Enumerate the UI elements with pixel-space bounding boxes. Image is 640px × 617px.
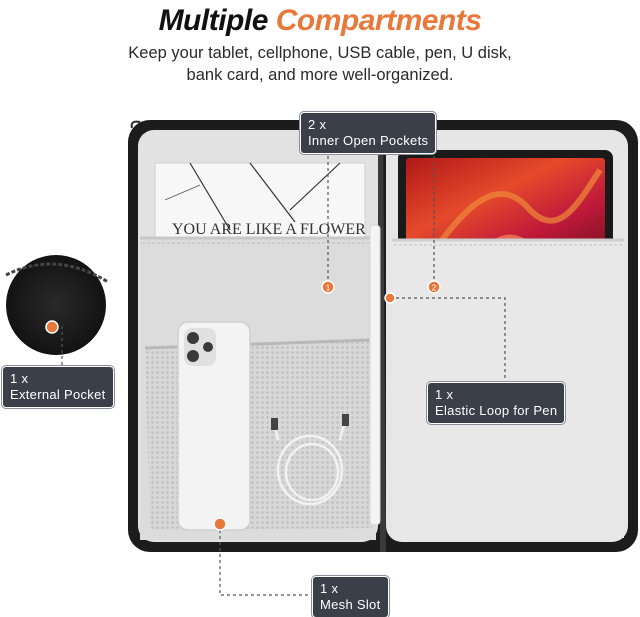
callout-mesh-count: 1 x — [320, 581, 339, 596]
paper-text: YOU ARE LIKE A FLOWER — [172, 221, 366, 238]
leader-lines — [61, 150, 506, 596]
title-word-multiple: Multiple — [158, 4, 269, 37]
phone — [177, 321, 251, 531]
callout-elastic-text: Elastic Loop for Pen — [435, 403, 558, 418]
pen — [369, 224, 381, 526]
callout-inner-count: 2 x — [308, 117, 327, 132]
callout-elastic-loop: 1 x Elastic Loop for Pen — [428, 383, 565, 423]
external-pocket-zoom — [2, 251, 110, 359]
tablet — [398, 150, 613, 260]
marker-mesh-dot — [213, 517, 227, 531]
callout-mesh-slot: 1 x Mesh Slot — [313, 577, 388, 617]
leader-mesh — [219, 524, 313, 596]
callout-external-count: 1 x — [10, 371, 29, 386]
marker-1-label: 1 — [326, 284, 331, 293]
marker-1: 1 — [321, 280, 335, 294]
title-word-compartments: Compartments — [275, 4, 482, 37]
callout-elastic-count: 1 x — [435, 387, 454, 402]
marker-external-dot — [45, 320, 59, 334]
callout-inner-open-pockets: 2 x Inner Open Pockets — [301, 113, 436, 153]
usb-cable — [271, 414, 349, 506]
page-title: Multiple Compartments — [0, 4, 640, 38]
callout-mesh-text: Mesh Slot — [320, 597, 381, 612]
callout-external-pocket: 1 x External Pocket — [3, 367, 113, 407]
marker-2: 2 — [427, 280, 441, 294]
leader-elastic — [390, 297, 506, 383]
subtitle: Keep your tablet, cellphone, USB cable, … — [128, 44, 512, 84]
callout-external-text: External Pocket — [10, 387, 106, 402]
callout-inner-text: Inner Open Pockets — [308, 133, 429, 148]
marker-elastic-dot — [384, 292, 396, 304]
marker-2-label: 2 — [432, 284, 437, 293]
